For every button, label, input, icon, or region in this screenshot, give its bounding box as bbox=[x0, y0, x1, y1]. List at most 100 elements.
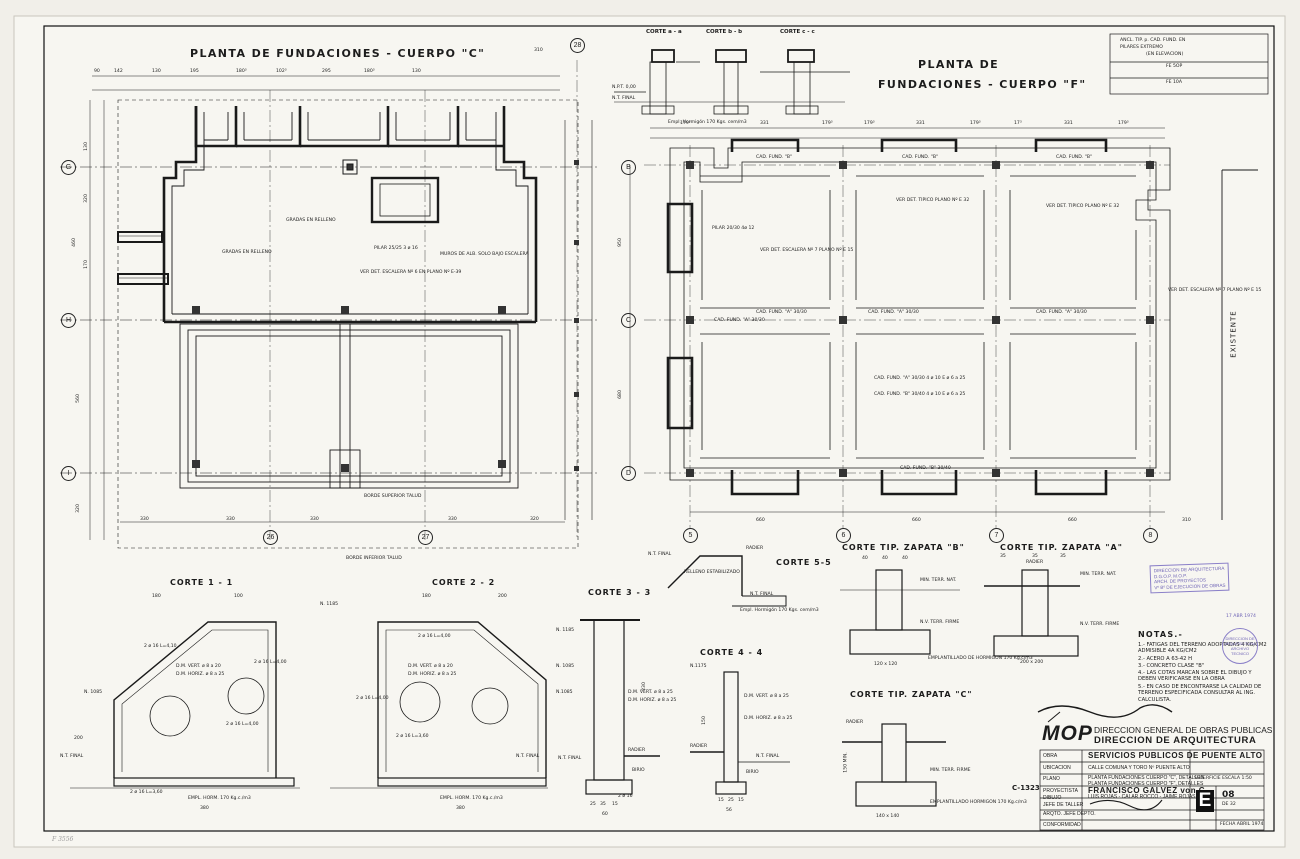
sheet-of: DE 32 bbox=[1222, 802, 1236, 807]
note-item: 4.- LAS COTAS MARCAN SOBRE EL DIBUJO Y D… bbox=[1138, 670, 1252, 683]
c44-label: BIRIO bbox=[746, 770, 759, 775]
grid-bubble-7: 7 bbox=[989, 528, 1004, 543]
margin-note: F 3556 bbox=[52, 836, 74, 843]
plan-f-title-1: PLANTA DE bbox=[918, 58, 1000, 71]
header-box-line2: PILARES EXTREMO bbox=[1120, 45, 1163, 50]
c22-label: D.M. VERT. ø 8 a 20 bbox=[408, 664, 453, 669]
c11-label: 200 bbox=[74, 736, 83, 741]
f-label: VER DET. ESCALERA Nº 7 PLANO Nº E 15 bbox=[1168, 288, 1262, 293]
c22-label: 2 ø 16 L=4,00 bbox=[356, 696, 389, 701]
tb-field-label: JEFE DE TALLER bbox=[1043, 802, 1084, 808]
tb-field-value: CALLE COMUNA Y TORO Nº PUENTE ALTO bbox=[1088, 765, 1190, 771]
plan-cuerpo-c bbox=[60, 60, 600, 549]
zapata-c-label: EMPLANTILLADO HORMIGON 170 Kg.c/m3 bbox=[930, 800, 1027, 805]
zapata-c-label: 140 x 140 bbox=[876, 814, 900, 819]
zapata-a-label: N.V. TERR. FIRME bbox=[1080, 622, 1120, 627]
grid-bubble-g: G bbox=[61, 160, 76, 175]
zapata-b-label: 40 bbox=[902, 556, 908, 561]
f-label: CAD. FUND. "A" 30/30 bbox=[714, 318, 765, 323]
c22-label: 2 ø 16 L=4,00 bbox=[418, 634, 451, 639]
tb-field-label: ARQTO. JEFE DEPTO. bbox=[1043, 811, 1096, 817]
c11-label: 180 bbox=[152, 594, 161, 599]
tb-field-value: SERVICIOS PUBLICOS DE PUENTE ALTO bbox=[1088, 751, 1263, 760]
tb-field-label: PLANO bbox=[1043, 776, 1060, 782]
f-label: CAD. FUND. "B" bbox=[756, 155, 793, 160]
c33-label: 15 bbox=[612, 802, 618, 807]
c33-label: N.1085 bbox=[556, 690, 573, 695]
c22-label: N.T. FINAL bbox=[516, 754, 540, 759]
title-block bbox=[1037, 33, 1269, 831]
plan-c-note: VER DET. ESCALERA Nº 6 EN PLANO Nº E-39 bbox=[360, 270, 462, 275]
tb-field-value: LUIS ROJAS - CALAR ROCCO - JAIME ROJAS bbox=[1088, 794, 1196, 800]
c44-label: RADIER bbox=[690, 744, 708, 749]
corte-a-a-title: CORTE a - a bbox=[646, 29, 682, 35]
zapata-b-label: 120 x 120 bbox=[874, 662, 898, 667]
c22-label: D.M. HORIZ. ø 8 a 25 bbox=[408, 672, 457, 677]
f-dim-bottom: 660 bbox=[756, 518, 765, 523]
dim-bottom: 330 bbox=[310, 517, 319, 522]
notes-heading: NOTAS.- bbox=[1138, 630, 1184, 639]
c33-label: N.T. FINAL bbox=[558, 756, 582, 761]
tb-field-value: FRANCISCO GALVEZ von C. bbox=[1088, 786, 1208, 795]
c55-label: RADIER bbox=[746, 546, 764, 551]
f-label: CAD. FUND. "A" 30/30 4 ø 10 E ø 6 a 25 bbox=[874, 376, 966, 381]
dim-top: 90 bbox=[94, 69, 100, 74]
f-dim-left: 680 bbox=[617, 390, 623, 399]
c44-label: 56 bbox=[726, 808, 732, 813]
dim-left: 560 bbox=[75, 394, 81, 403]
grid-bubble-6: 6 bbox=[836, 528, 851, 543]
c22-label: N. 1185 bbox=[556, 628, 575, 633]
c44-label: 150 bbox=[701, 716, 707, 725]
c22-label: 380 bbox=[456, 806, 465, 811]
dim-left: 130 bbox=[83, 142, 89, 151]
tb-field-label: CONFORMIDAD bbox=[1043, 822, 1081, 828]
dim-left: 320 bbox=[75, 504, 81, 513]
c11-label: 2 ø 16 L=4,00 bbox=[254, 660, 287, 665]
c11-label: 2 ø 16 L=4,00 bbox=[226, 722, 259, 727]
tb-field-value: PLANTA FUNDACIONES CUERPO "C", DETALLES bbox=[1088, 775, 1204, 781]
corte-top-label: N.P.T. 0,00 bbox=[612, 85, 636, 90]
dim-bottom: 330 bbox=[140, 517, 149, 522]
plan-f-title-2: FUNDACIONES - CUERPO "F" bbox=[878, 78, 1087, 91]
corte-top-label: Empl. Hormigón 170 Kgs. cem/m3 bbox=[668, 120, 747, 125]
zapata-a-label: MIN. TERR. NAT. bbox=[1080, 572, 1117, 577]
f-label: PILAR 20/30 4ø 12 bbox=[712, 226, 755, 231]
dim-bottom: 320 bbox=[530, 517, 539, 522]
zapata-a-label: 35 bbox=[1032, 554, 1038, 559]
existente-label: EXISTENTE bbox=[1229, 310, 1238, 358]
corte-5-5-title: CORTE 5-5 bbox=[776, 558, 832, 567]
approval-stamp: DIRECCION DE ARQUITECTURA D.G.O.P. M.O.P… bbox=[1149, 562, 1230, 594]
stamp-line: DIRECCION DE ARQUITECTURA bbox=[1224, 636, 1256, 646]
f-label: VER DET. ESCALERA Nº 7 PLANO Nº E 15 bbox=[760, 248, 854, 253]
c22-label: EMPL. HORM. 170 Kg.c./m3 bbox=[440, 796, 503, 801]
corte-top-label: N.T. FINAL bbox=[612, 96, 636, 101]
c11-label: 2 ø 16 L=4,10 bbox=[144, 644, 177, 649]
zapata-b-label: MIN. TERR. NAT. bbox=[920, 578, 957, 583]
c22-label: 180 bbox=[422, 594, 431, 599]
dim-left: 320 bbox=[83, 194, 89, 203]
c55-label: Empl. Hormigón 170 Kgs. cem/m3 bbox=[740, 608, 819, 613]
c55-label: N.T. FINAL bbox=[648, 552, 672, 557]
zapata-a-label: 200 x 200 bbox=[1020, 660, 1044, 665]
corte-3-3-title: CORTE 3 - 3 bbox=[588, 588, 652, 597]
dim-top: 180³ bbox=[364, 69, 375, 74]
f-label: VER DET. TIPICO PLANO Nº E 32 bbox=[896, 198, 970, 203]
f-dim-top: 179³ bbox=[864, 121, 875, 126]
plan-c-note: GRADAS EN RELLENO bbox=[286, 218, 336, 223]
c22-label: 2 ø 16 L=3,60 bbox=[396, 734, 429, 739]
c44-label: N.1175 bbox=[690, 664, 707, 669]
f-label: CAD. FUND. "A" 30/30 bbox=[1036, 310, 1087, 315]
grid-bubble-28: 28 bbox=[570, 38, 585, 53]
c33-label: 2 ø 16 bbox=[618, 794, 633, 799]
f-dim-top: 179³ bbox=[1118, 121, 1129, 126]
c11-label: 2 ø 16 L=3,60 bbox=[130, 790, 163, 795]
c22-label: 200 bbox=[498, 594, 507, 599]
dim-bottom: 330 bbox=[226, 517, 235, 522]
sheet-letter: E bbox=[1196, 790, 1214, 812]
header-box-b: FE 10A bbox=[1166, 80, 1182, 85]
c33-label: 230 bbox=[641, 682, 647, 691]
zapata-a-label: 35 bbox=[1060, 554, 1066, 559]
dim-bottom: 330 bbox=[448, 517, 457, 522]
c44-label: 25 bbox=[728, 798, 734, 803]
